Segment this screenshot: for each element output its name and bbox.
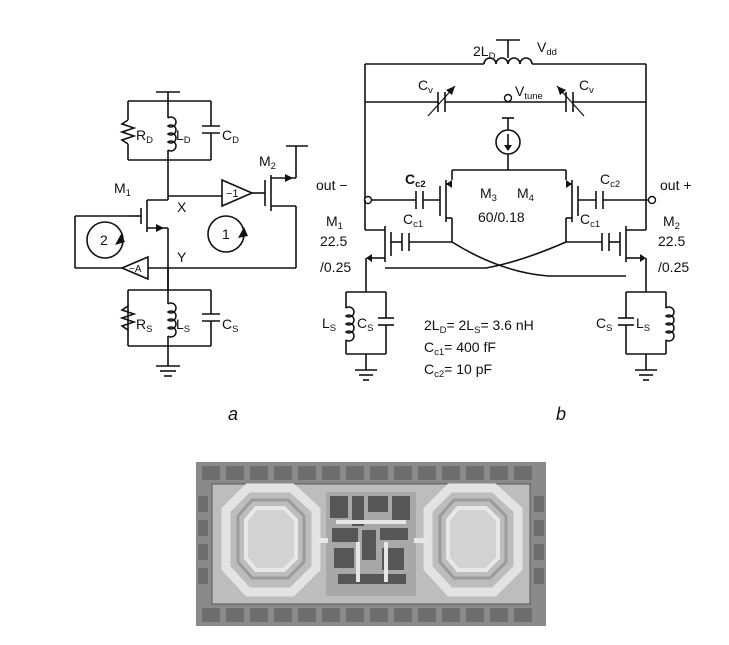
label-ls-left: L [322, 315, 330, 331]
label-rs: R [136, 316, 146, 332]
label-node-y: Y [177, 249, 187, 265]
svg-text:RD: RD [136, 127, 153, 146]
svg-text:CD: CD [222, 127, 239, 146]
label-m3: M [480, 185, 492, 201]
label-out-minus: out − [316, 177, 348, 193]
svg-text:Cv: Cv [418, 77, 433, 96]
svg-text:CS: CS [222, 316, 238, 335]
svg-text:LS: LS [176, 316, 190, 335]
label-vdd: V [537, 39, 547, 55]
label-m1-l: /0.25 [320, 259, 351, 275]
svg-text:CS: CS [357, 315, 373, 334]
svg-text:M1: M1 [114, 180, 131, 199]
label-node-x: X [177, 199, 187, 215]
svg-text:M3: M3 [480, 185, 497, 204]
svg-text:Cc2: Cc2 [600, 171, 620, 190]
svg-text:RS: RS [136, 316, 152, 335]
svg-text:CS: CS [596, 315, 612, 334]
panel-a-schematic [74, 91, 308, 377]
label-cs-left: C [357, 315, 367, 331]
spec-inductance: 2LD= 2LS= 3.6 nH [424, 317, 534, 336]
label-amp: −A [129, 264, 142, 275]
label-m2-w: 22.5 [658, 233, 685, 249]
label-cc2-left: C [405, 171, 415, 187]
label-2ld: 2L [473, 43, 489, 59]
label-m34-size: 60/0.18 [478, 209, 525, 225]
label-m2-a: M [259, 153, 271, 169]
svg-text:LD: LD [176, 127, 191, 146]
svg-text:M4: M4 [517, 185, 534, 204]
label-cv-left: C [418, 77, 428, 93]
label-cs-right: C [596, 315, 606, 331]
label-rd: R [136, 127, 146, 143]
label-m4: M [517, 185, 529, 201]
panel-b-schematic [344, 39, 675, 381]
panel-a-labels: RD LD CD M2 M1 X Y −1 −A 1 2 RS LS CS a [100, 127, 276, 424]
spec-cc2: Cc2= 10 pF [424, 361, 492, 380]
label-m2-l: /0.25 [658, 259, 689, 275]
svg-text:Cc2: Cc2 [405, 171, 426, 190]
label-loop-1: 1 [222, 226, 230, 242]
label-m2-b: M [663, 213, 675, 229]
label-ls-right: L [636, 315, 644, 331]
svg-text:2LD: 2LD [473, 43, 496, 62]
label-m1-w: 22.5 [320, 233, 347, 249]
svg-text:Cc1: Cc1 [580, 211, 600, 230]
svg-text:Vtune: Vtune [515, 83, 543, 102]
die-photo [196, 462, 546, 626]
label-loop-2: 2 [100, 232, 108, 248]
label-out-plus: out + [660, 177, 692, 193]
panel-b-labels: 2LD Vdd Cv Vtune Cv out − out + Cc2 Cc2 … [316, 39, 692, 424]
label-cd: C [222, 127, 232, 143]
label-cv-right: C [579, 77, 589, 93]
svg-text:Cc1: Cc1 [403, 211, 423, 230]
label-m1-b: M [326, 213, 338, 229]
spec-cc1: Cc1= 400 fF [424, 339, 496, 358]
svg-text:M2: M2 [259, 153, 276, 172]
svg-text:M1: M1 [326, 213, 343, 232]
svg-text:Vdd: Vdd [537, 39, 557, 58]
label-m1-a: M [114, 180, 126, 196]
label-ls: L [176, 316, 184, 332]
svg-text:Cv: Cv [579, 77, 594, 96]
label-cs: C [222, 316, 232, 332]
label-cc1-left: C [403, 211, 413, 227]
label-buffer: −1 [226, 188, 239, 200]
svg-text:M2: M2 [663, 213, 680, 232]
label-ld: L [176, 127, 184, 143]
caption-b: b [556, 404, 566, 424]
svg-text:LS: LS [322, 315, 336, 334]
caption-a: a [228, 404, 238, 424]
label-cc2-right: C [600, 171, 610, 187]
svg-text:LS: LS [636, 315, 650, 334]
label-cc1-right: C [580, 211, 590, 227]
label-vtune: V [515, 83, 525, 99]
